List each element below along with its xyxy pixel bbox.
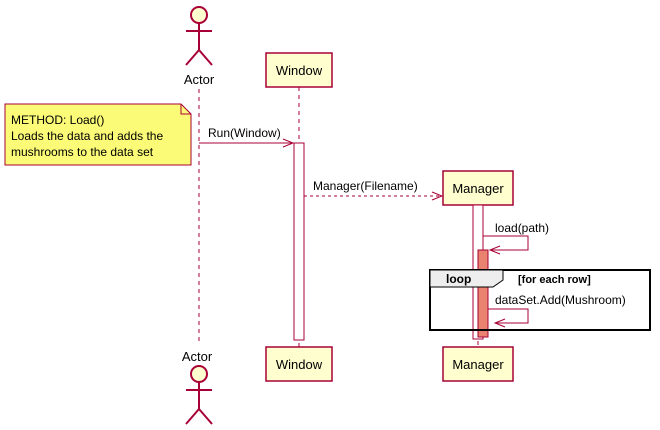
loop-frame: [429, 269, 651, 331]
create-manager-message-label: Manager(Filename): [313, 179, 418, 193]
run-message-label: Run(Window): [208, 126, 281, 140]
method-note-fold: [180, 104, 191, 115]
window-activation-bar: [293, 142, 305, 341]
manager-created-label: Manager: [452, 181, 504, 196]
note-line-2: Loads the data and adds the: [11, 129, 163, 143]
loop-frame-label-tab: [429, 269, 504, 288]
add-message-arrow: [488, 308, 529, 323]
manager-bottom-label: Manager: [452, 357, 504, 372]
window-bottom-label: Window: [276, 357, 323, 372]
actor-top-icon: [185, 6, 213, 66]
note-line-3: mushrooms to the data set: [11, 145, 154, 159]
loop-keyword: loop: [446, 272, 471, 286]
window-bottom-box: [265, 346, 333, 382]
load-message-label: load(path): [495, 221, 549, 235]
window-top-label: Window: [276, 63, 323, 78]
loop-guard: [for each row]: [518, 274, 591, 286]
manager-bottom-box: [442, 346, 514, 382]
actor-bottom-icon: [185, 365, 213, 425]
manager-inner-activation-bar: [477, 249, 489, 338]
window-top-box: [265, 52, 333, 88]
method-note: [4, 103, 192, 166]
add-message-label: dataSet.Add(Mushroom): [495, 293, 626, 307]
note-line-1: METHOD: Load(): [11, 113, 104, 127]
load-message-arrow: [483, 235, 529, 250]
actor-bottom-label: Actor: [182, 349, 213, 364]
actor-top-label: Actor: [184, 72, 215, 87]
